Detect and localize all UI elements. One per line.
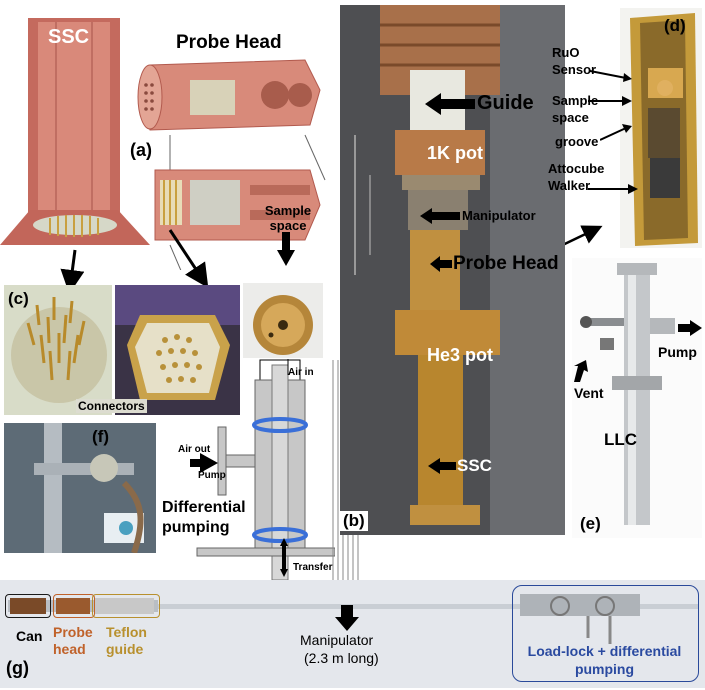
vent-arrow: [574, 360, 588, 382]
load-lock-box: [512, 585, 699, 682]
teflon-guide-box: [92, 594, 160, 618]
panel-b-label: (b): [340, 511, 368, 531]
probe-head-detail-photo: [630, 13, 698, 246]
panel-g-label: (g): [6, 658, 29, 678]
attocube-arrow: [588, 184, 638, 194]
pump-arrow-e: [678, 320, 702, 336]
sample-space-arrow-d: [588, 96, 632, 106]
manipulator-length-label: (2.3 m long): [304, 650, 379, 666]
probe-head-cad-label: Probe Head: [176, 32, 282, 53]
ssc-arrow: [428, 458, 456, 474]
manipulator-label-g: Manipulator: [300, 632, 374, 648]
sample-space-label-d: Sample space: [552, 93, 599, 125]
manipulator-arrow: [420, 208, 460, 224]
panel-c-label: (c): [8, 289, 29, 308]
photo-b: (b): [340, 5, 565, 535]
differential-pumping-label: Differential pumping: [162, 499, 246, 536]
attocube-walker-label: Attocube Walker: [548, 161, 605, 193]
photo-d: (d): [620, 8, 702, 248]
groove-label: groove: [555, 134, 599, 149]
transfer-rod-label: Transfer rod: [293, 562, 335, 573]
full-assembly-drawing: [0, 580, 705, 688]
air-in-label: Air in: [288, 367, 314, 378]
connectors-label: Connectors: [76, 399, 147, 413]
pump-label-f: Pump: [198, 470, 226, 481]
ssc-cad-label: SSC: [48, 26, 90, 48]
probe-connector-photo: [115, 285, 240, 400]
sample-space-down-arrow: [277, 232, 295, 266]
cryostat-photo: [340, 5, 565, 535]
cad-probe-head-drawing: [137, 59, 326, 270]
air-out-label: Air out: [178, 444, 211, 455]
differential-pumping-photo: [4, 423, 156, 553]
probe-head-label-g: Probe head: [53, 624, 93, 657]
ruo-sensor-label: RuO Sensor: [552, 45, 597, 77]
probe-head-box: [53, 594, 95, 618]
connector-pins-photo: [11, 297, 107, 403]
photo-c-right: [243, 283, 323, 358]
vent-label: Vent: [574, 385, 604, 401]
sample-space-label-c: Sample space: [264, 203, 312, 233]
schematic-f: Air in Air out Pump Differential pumping…: [160, 355, 335, 580]
pump-label-e: Pump: [658, 344, 697, 360]
cad-probe-head-panel: Probe Head (a): [130, 30, 330, 270]
panel-f-label: (f): [92, 427, 109, 446]
differential-pumping-schematic: [190, 359, 335, 580]
photo-f: (f): [4, 423, 156, 553]
cad-ssc-panel: SSC: [0, 0, 160, 250]
he3-pot-label: He3 pot: [427, 345, 494, 365]
panel-d-label: (d): [664, 16, 686, 35]
photo-c-middle: [115, 285, 240, 415]
pot-1k-label: 1K pot: [427, 143, 483, 163]
probe-head-label-b: Probe Head: [453, 253, 559, 274]
ssc-photo-label: SSC: [457, 456, 492, 475]
can-label: Can: [16, 628, 43, 644]
load-lock-label: Load-lock + differential pumping: [527, 643, 682, 677]
manipulator-down-arrow: [335, 605, 359, 631]
llc-label: LLC: [604, 430, 638, 449]
panel-g: Can Probe head Teflon guide Manipulator …: [0, 580, 705, 688]
load-lock-chamber-photo: [580, 263, 675, 525]
teflon-guide-label: Teflon guide: [106, 624, 147, 657]
photo-c-left: (c): [4, 285, 112, 415]
manipulator-label-b: Manipulator: [462, 208, 536, 223]
photo-e: (e): [572, 258, 702, 538]
guide-arrow: [425, 93, 475, 115]
groove-arrow: [600, 124, 632, 141]
panel-e-label: (e): [580, 514, 601, 533]
panel-a-label: (a): [130, 140, 152, 160]
cad-ssc-drawing: [0, 18, 150, 245]
probe-head-arrow: [430, 256, 452, 272]
ruo-arrow: [590, 70, 632, 82]
sample-holder-photo: [253, 295, 313, 355]
guide-label: Guide: [477, 92, 534, 114]
can-box: [5, 594, 51, 618]
